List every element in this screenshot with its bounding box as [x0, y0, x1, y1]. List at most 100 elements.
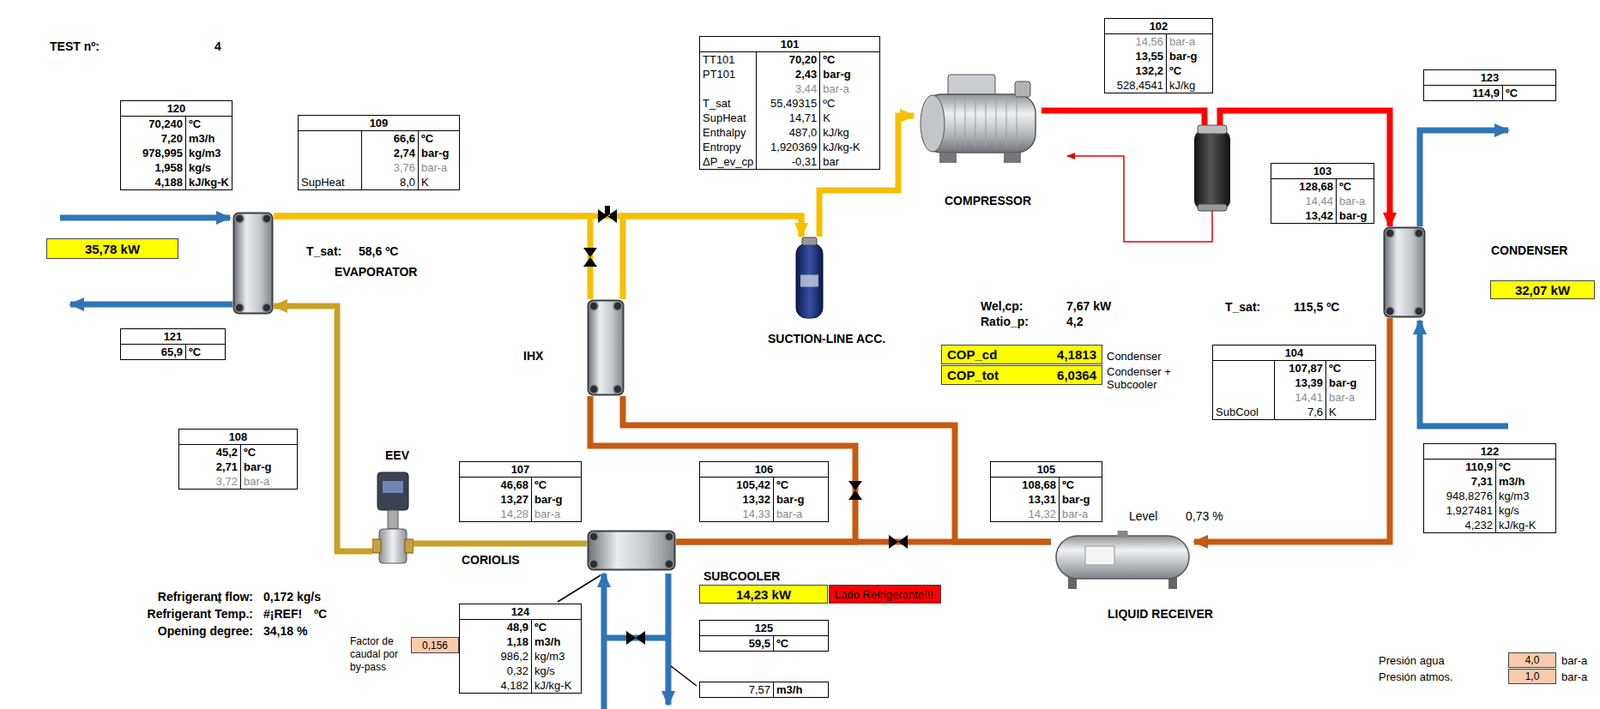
unit-cell: bar-g — [773, 492, 829, 508]
box-text: Lado Refrigerante!!! — [834, 588, 934, 602]
table-grid: 103128,68ºC14,44bar-a13,42bar-g — [1270, 163, 1375, 224]
unit-cell: ºC — [773, 477, 829, 494]
component-drawing — [586, 530, 677, 572]
table-row: 14,56bar-a — [1104, 34, 1214, 50]
value-cell: 14,41 — [1274, 390, 1327, 405]
component-drawing — [586, 299, 625, 397]
table-grid: 10966,6ºC2,74bar-g3,76bar-aSupHeat8,0K — [297, 114, 460, 191]
component-drawing — [1050, 531, 1195, 592]
unit-cell: bar-g — [1326, 375, 1377, 391]
unit-cell: bar-a — [418, 160, 460, 176]
port — [613, 385, 622, 394]
value-cell: 13,39 — [1274, 375, 1327, 391]
port — [235, 303, 244, 313]
valves — [583, 205, 908, 646]
value-cell: -0,31 — [756, 154, 821, 170]
table-row: 1,958kg/s — [120, 160, 233, 176]
table-header: 106 — [700, 462, 829, 478]
water-lines — [60, 130, 1509, 709]
value-cell: 986,2 — [459, 649, 532, 665]
unit-cell: kJ/kg-K — [1496, 518, 1557, 534]
value-cell: 528,4541 — [1104, 78, 1167, 94]
value-cell: SupHeat — [700, 110, 757, 126]
refrigerant-pipe — [676, 539, 1051, 546]
port — [1414, 307, 1424, 316]
text-label: Level — [1129, 509, 1158, 524]
table-row: 128,68ºC — [1271, 179, 1375, 195]
value-cell: 45,2 — [179, 445, 242, 461]
oil-return-line — [1067, 156, 1213, 242]
value-cell: 14,32 — [990, 507, 1060, 523]
text-label: Condenser + Subcooler — [1106, 365, 1189, 392]
data-table: 122110,9ºC7,31m3/h948,8276kg/m31,927481k… — [1423, 443, 1557, 534]
component-drawing — [372, 469, 414, 577]
table-row: SubCool7,6K — [1213, 404, 1377, 421]
unit-cell: bar-g — [1336, 208, 1375, 224]
table-row: SupHeat14,71K — [700, 110, 881, 126]
value-cell: 3,44 — [756, 81, 821, 97]
value-cell: 7,57 — [700, 682, 774, 699]
fin — [954, 98, 956, 149]
table-row: 107 — [459, 462, 582, 478]
fin — [1016, 98, 1018, 149]
separator-cap — [1197, 125, 1227, 134]
box-text: COP_cd — [947, 347, 997, 363]
table-row: 1,18m3/h — [459, 634, 582, 650]
port — [589, 385, 598, 394]
unit-cell: ºC — [186, 116, 233, 133]
value-cell: 13,27 — [459, 492, 532, 508]
text-label: 0,73 % — [1185, 509, 1224, 524]
value-cell: 14,44 — [1271, 193, 1337, 209]
name-plate — [1085, 546, 1115, 566]
unit-cell: ºC — [1503, 85, 1557, 102]
text-label: T_sat: — [306, 244, 342, 259]
value-cell: T_sat — [700, 96, 757, 111]
port — [589, 560, 598, 569]
value-box: 35,78 kW — [46, 238, 179, 260]
valve-symbol — [888, 535, 908, 550]
value-cell: 14,33 — [700, 507, 774, 523]
text-label: #¡REF! — [263, 607, 302, 622]
unit-cell: bar-a — [1059, 507, 1103, 523]
unit-cell: bar-g — [1166, 48, 1214, 64]
water-pipe — [1419, 130, 1509, 227]
unit-cell: bar-a — [531, 507, 582, 523]
empty-cell — [700, 81, 757, 97]
unit-cell: ºC — [241, 445, 298, 461]
unit-cell: m3/h — [531, 634, 582, 650]
end-cap — [920, 95, 945, 152]
port — [372, 539, 381, 554]
table-row: 104 — [1213, 345, 1377, 362]
table-grid: 10214,56bar-a13,55bar-g132,2ºC528,4541kJ… — [1104, 18, 1214, 94]
table-row: 14,33bar-a — [700, 507, 829, 523]
table-row: 105 — [990, 462, 1103, 478]
table-row: 14,44bar-a — [1271, 193, 1375, 209]
value-cell: 4,232 — [1424, 518, 1497, 534]
data-table: 104107,87ºC13,39bar-g14,41bar-aSubCool7,… — [1212, 344, 1377, 421]
table-row: 108,68ºC — [990, 477, 1103, 494]
accumulator-cap — [802, 237, 817, 246]
table-row: 103 — [1271, 163, 1375, 180]
table-row: 2,71bar-g — [179, 459, 298, 475]
value-cell: 948,8276 — [1424, 489, 1497, 504]
text-label: Presión agua — [1378, 654, 1445, 668]
table-grid: 105108,68ºC13,31bar-g14,32bar-a — [990, 461, 1103, 523]
value-cell: 14,71 — [756, 110, 821, 126]
component: SUBCOOLER — [586, 530, 677, 572]
value-cell: 4,188 — [120, 175, 187, 191]
table-row: SupHeat8,0K — [298, 175, 460, 191]
table-row: 13,31bar-g — [990, 492, 1103, 508]
table-row: 948,8276kg/m3 — [1424, 489, 1557, 504]
component: EVAPORATOR — [232, 211, 274, 315]
water-pipe — [70, 301, 233, 308]
table-row: 48,9ºC — [459, 620, 582, 636]
plate-body — [588, 531, 676, 571]
text-label: Opening degree: — [157, 624, 254, 639]
table-row: 13,42bar-g — [1271, 208, 1375, 224]
table-row: 65,9ºC — [120, 344, 226, 361]
table-row: 101 — [700, 36, 881, 53]
unit-cell: ºC — [820, 52, 881, 68]
data-table: 10845,2ºC2,71bar-g3,72bar-a — [178, 428, 298, 490]
refrigerant-pipe — [1041, 110, 1390, 227]
